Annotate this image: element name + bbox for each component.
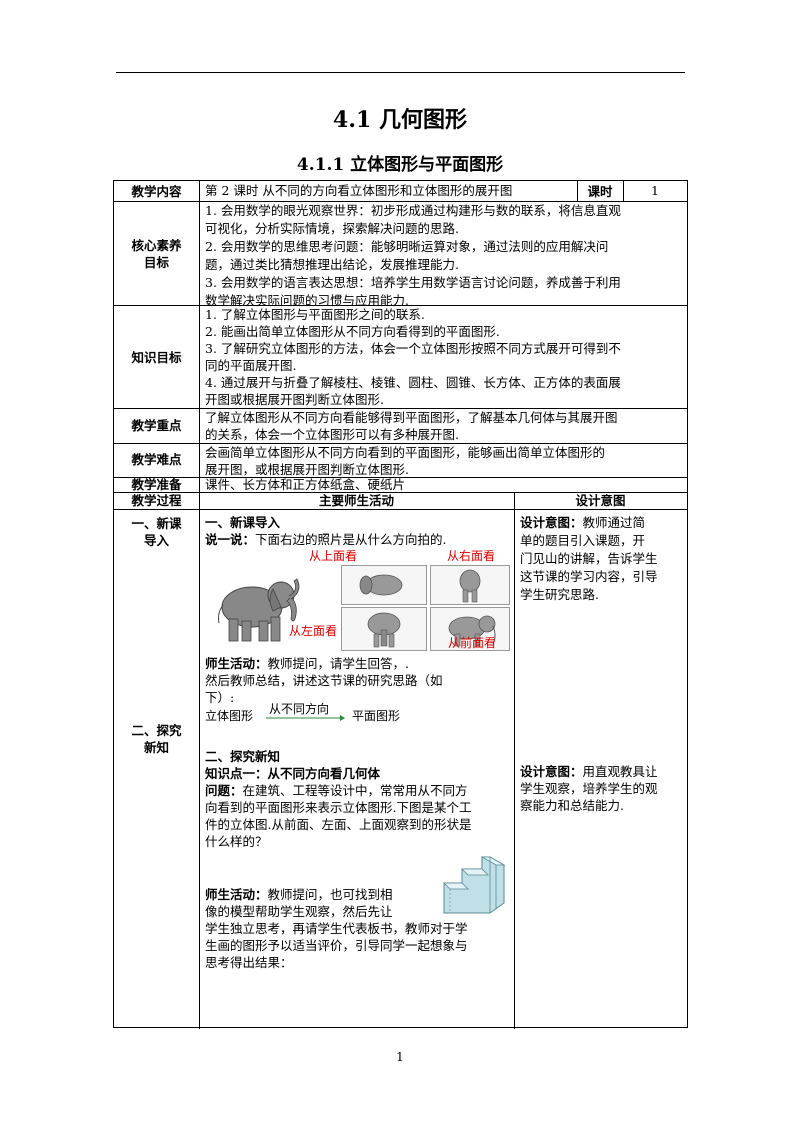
core-line: 2. 会用数学的思维思考问题：能够明晰运算对象，通过法则的应用解决问 bbox=[205, 239, 609, 254]
stage2-question: 问题：在建筑、工程等设计中，常常用从不同方 向看到的平面图形来表示立体图形.下图… bbox=[205, 782, 510, 850]
core-line: 题，通过类比猜想推理出结论，发展推理能力. bbox=[205, 257, 459, 272]
label-from-top: 从上面看 bbox=[309, 549, 358, 563]
stage1-label-line: 一、新课 bbox=[131, 516, 182, 531]
knowledge-line: 4. 通过展开与折叠了解棱柱、棱锥、圆柱、圆锥、长方体、正方体的表面展 bbox=[205, 375, 621, 390]
intent2-line: 用直观教具让 bbox=[582, 764, 658, 779]
difficult-points: 会画简单立体图形从不同方向看到的平面图形，能够画出简单立体图形的 展开图，或根据… bbox=[205, 444, 685, 478]
col-header-activity: 主要师生活动 bbox=[318, 493, 394, 508]
col-header-intent: 设计意图 bbox=[575, 493, 626, 508]
label-from-left: 从左面看 bbox=[289, 624, 338, 638]
workpiece-image bbox=[443, 856, 506, 914]
activity2-line: 思考得出结果： bbox=[205, 955, 293, 970]
photo-front-view bbox=[430, 607, 510, 651]
activity2-line: 教师提问，也可找到相 bbox=[267, 887, 393, 902]
elephant-image bbox=[218, 578, 300, 642]
page-number: 1 bbox=[396, 1050, 404, 1064]
core-line: 1. 会用数学的眼光观察世界：初步形成通过构建形与数的联系，将信息直观 bbox=[205, 203, 621, 218]
lesson-table: 教学内容 第 2 课时 从不同的方向看立体图形和立体图形的展开图 课时 1 核心… bbox=[113, 180, 688, 1029]
prep-value: 课件、长方体和正方体纸盒、硬纸片 bbox=[205, 477, 406, 492]
content-value: 第 2 课时 从不同的方向看立体图形和立体图形的展开图 bbox=[205, 183, 513, 198]
intent1-line: 这节课的学习内容，引导 bbox=[520, 569, 658, 584]
knowledge-line: 开图或根据展开图判断立体图形. bbox=[205, 392, 384, 407]
flow-from: 立体图形 bbox=[205, 709, 254, 723]
say-label: 说一说： bbox=[205, 532, 256, 547]
label-prep: 教学准备 bbox=[131, 477, 182, 492]
photo-top-view bbox=[341, 565, 427, 605]
arrow-right-icon bbox=[266, 715, 345, 721]
page-title: 4.1 几何图形 bbox=[333, 107, 467, 133]
activity2-line: 生画的图形予以适当评价，引导同学一起想象与 bbox=[205, 938, 468, 953]
stage1-label-line: 导入 bbox=[143, 533, 169, 548]
key-line: 的关系，体会一个立体图形可以有多种展开图. bbox=[205, 427, 459, 442]
top-rule bbox=[116, 72, 685, 73]
stage1-activity: 师生活动：教师提问，请学生回答，. bbox=[205, 655, 409, 673]
activity2-label: 师生活动： bbox=[205, 887, 268, 902]
stage2-heading: 二、探究新知 bbox=[205, 749, 281, 764]
activity-label: 师生活动： bbox=[205, 656, 268, 671]
intent1-line: 学生研究思路. bbox=[520, 587, 599, 602]
photo-left-view bbox=[341, 607, 427, 651]
stage2-activity: 师生活动：教师提问，也可找到相 像的模型帮助学生观察，然后先让 学生独立思考，再… bbox=[205, 886, 468, 971]
core-goals: 1. 会用数学的眼光观察世界：初步形成通过构建形与数的联系，将信息直观 可视化，… bbox=[205, 202, 685, 310]
question-label: 问题： bbox=[205, 783, 243, 798]
stage1-label: 一、新课 导入 bbox=[114, 515, 199, 549]
difficult-line: 会画简单立体图形从不同方向看到的平面图形，能够画出简单立体图形的 bbox=[205, 445, 606, 460]
stage2-label-line: 二、探究 bbox=[131, 723, 182, 738]
label-difficult: 教学难点 bbox=[131, 452, 182, 467]
page-subtitle: 4.1.1 立体图形与平面图形 bbox=[296, 155, 504, 175]
knowledge-line: 3. 了解研究立体图形的方法，体会一个立体图形按照不同方式展开可得到不 bbox=[205, 341, 621, 356]
say-text: 下面右边的照片是从什么方向拍的. bbox=[255, 532, 447, 547]
intent1-line: 教师通过简 bbox=[582, 515, 646, 530]
core-line: 3. 会用数学的语言表达思想：培养学生用数学语言讨论问题，养成善于利用 bbox=[205, 275, 621, 290]
activity-text: 教师提问，请学生回答，. bbox=[267, 656, 409, 671]
intent1-line: 门见山的讲解，告诉学生 bbox=[520, 551, 658, 566]
col-header-process: 教学过程 bbox=[131, 493, 182, 508]
knowledge-line: 2. 能画出简单立体图形从不同方向看得到的平面图形. bbox=[205, 324, 500, 339]
question-line: 在建筑、工程等设计中，常常用从不同方 bbox=[242, 783, 468, 798]
label-knowledge: 知识目标 bbox=[131, 350, 182, 365]
knowledge-line: 同的平面展开图. bbox=[205, 358, 297, 373]
summary-line: 然后教师总结，讲述这节课的研究思路（如 bbox=[205, 673, 443, 688]
difficult-line: 展开图，或根据展开图判断立体图形. bbox=[205, 462, 409, 477]
intent2-label: 设计意图： bbox=[520, 764, 583, 779]
stage2-label: 二、探究 新知 bbox=[114, 722, 199, 756]
core-line: 可视化，分析实际情境，探索解决问题的思路. bbox=[205, 221, 459, 236]
question-line: 向看到的平面图形来表示立体图形.下图是某个工 bbox=[205, 800, 472, 815]
knowledge-line: 1. 了解立体图形与平面图形之间的联系. bbox=[205, 307, 425, 322]
say-line: 说一说：下面右边的照片是从什么方向拍的. bbox=[205, 531, 447, 549]
activity2-line: 像的模型帮助学生观察，然后先让 bbox=[205, 904, 393, 919]
knowledge-point: 知识点一：从不同方向看几何体 bbox=[205, 766, 381, 781]
intent2-line: 学生观察，培养学生的观 bbox=[520, 781, 658, 796]
flow-to: 平面图形 bbox=[352, 709, 401, 723]
activity2-line: 学生独立思考，再请学生代表板书，教师对于学 bbox=[205, 921, 468, 936]
question-line: 件的立体图.从前面、左面、上面观察到的形状是 bbox=[205, 817, 472, 832]
key-points: 了解立体图形从不同方向看能够得到平面图形，了解基本几何体与其展开图 的关系，体会… bbox=[205, 409, 685, 443]
question-line: 什么样的？ bbox=[205, 834, 268, 849]
stage1-intent: 设计意图：教师通过简 单的题目引入课题，开 门见山的讲解，告诉学生 这节课的学习… bbox=[520, 514, 686, 604]
knowledge-goals: 1. 了解立体图形与平面图形之间的联系. 2. 能画出简单立体图形从不同方向看得… bbox=[205, 306, 685, 408]
stage2-label-line: 新知 bbox=[143, 740, 169, 755]
stage2-intent: 设计意图：用直观教具让 学生观察，培养学生的观 察能力和总结能力. bbox=[520, 763, 686, 814]
label-key: 教学重点 bbox=[131, 418, 182, 433]
stage1-summary: 然后教师总结，讲述这节课的研究思路（如 下）: bbox=[205, 672, 443, 706]
label-core: 核心素养目标 bbox=[131, 238, 182, 270]
label-hours: 课时 bbox=[587, 184, 613, 199]
flow-arrow-label: 从不同方向 bbox=[269, 702, 330, 716]
intent1-label: 设计意图： bbox=[520, 515, 583, 530]
label-from-right: 从右面看 bbox=[447, 549, 496, 563]
label-from-front: 从前面看 bbox=[448, 636, 497, 650]
intent1-line: 单的题目引入课题，开 bbox=[520, 533, 646, 548]
intent2-line: 察能力和总结能力. bbox=[520, 798, 624, 813]
hours-value: 1 bbox=[651, 183, 659, 198]
core-line: 数学解决实际问题的习惯与应用能力. bbox=[205, 293, 409, 308]
photo-right-view bbox=[430, 565, 510, 605]
summary-line: 下）: bbox=[205, 690, 235, 705]
key-line: 了解立体图形从不同方向看能够得到平面图形，了解基本几何体与其展开图 bbox=[205, 410, 618, 425]
label-content: 教学内容 bbox=[131, 184, 182, 199]
stage1-heading: 一、新课导入 bbox=[205, 515, 281, 530]
